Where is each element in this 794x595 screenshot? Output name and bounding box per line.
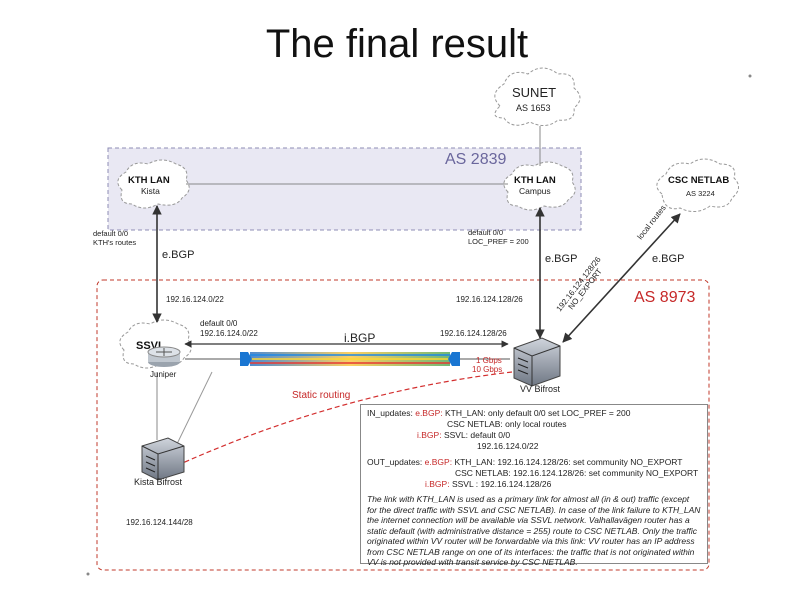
in-updates-row-2: CSC NETLAB: only local routes	[367, 419, 701, 430]
sunet-name: SUNET	[512, 85, 556, 100]
campus-default-2: LOC_PREF = 200	[468, 237, 529, 246]
fiber-connector-left	[240, 352, 252, 366]
out-updates-row-2: CSC NETLAB: 192.16.124.128/26: set commu…	[367, 468, 701, 479]
sunet-cloud: SUNET AS 1653	[494, 67, 581, 126]
in-updates-row-1: IN_updates: e.BGP: KTH_LAN: only default…	[367, 408, 701, 419]
as2839-label: AS 2839	[445, 151, 506, 168]
kth-lan-campus-cloud: KTH LAN Campus	[503, 161, 576, 211]
bifrost-net-label: 192.16.124.128/26	[440, 329, 507, 338]
vv-bifrost-server-icon	[513, 337, 561, 387]
kth-lan-kista-cloud: KTH LAN Kista	[117, 159, 190, 209]
csc-name: CSC NETLAB	[668, 175, 729, 186]
kista-bifrost-server-icon	[141, 437, 185, 481]
ebgp-right-label: e.BGP	[652, 253, 684, 265]
kista-name: KTH LAN	[128, 175, 170, 186]
campus-name: KTH LAN	[514, 175, 556, 186]
out-ibgp-line-1: SSVL : 192.16.124.128/26	[451, 479, 552, 489]
juniper-router-icon	[147, 346, 181, 367]
corner-dot-bottom	[86, 572, 90, 576]
kista-net-label: 192.16.124.144/28	[126, 518, 193, 527]
gbps-1-label: 1 Gbps	[476, 356, 502, 365]
in-ebgp-tag: e.BGP:	[415, 408, 443, 418]
out-label: OUT_updates:	[367, 457, 423, 467]
net-campus-label: 192.16.124.128/26	[456, 295, 523, 304]
ibgp-label: i.BGP	[344, 331, 375, 345]
out-ibgp-tag: i.BGP:	[425, 479, 450, 489]
out-ebgp-line-2: CSC NETLAB: 192.16.124.128/26: set commu…	[455, 468, 699, 478]
out-updates-row-1: OUT_updates: e.BGP: KTH_LAN: 192.16.124.…	[367, 457, 701, 468]
out-ebgp-tag: e.BGP:	[424, 457, 453, 467]
routing-policy-note: IN_updates: e.BGP: KTH_LAN: only default…	[360, 404, 708, 567]
csc-bifrost-arrow	[562, 213, 681, 343]
kista-default-2: KTH's routes	[93, 238, 136, 247]
local-routes-label: local routes	[635, 203, 667, 241]
ebgp-left-label: e.BGP	[162, 249, 194, 261]
campus-default-1: default 0/0	[468, 228, 503, 237]
kista-sub: Kista	[141, 186, 160, 196]
in-ebgp-line-1: KTH_LAN: only default 0/0 set LOC_PREF =…	[445, 408, 631, 418]
kista-bifrost-label: Kista Bifrost	[134, 477, 183, 487]
in-label: IN_updates:	[367, 408, 413, 418]
as8973-label: AS 8973	[634, 289, 695, 306]
in-ebgp-line-2: CSC NETLAB: only local routes	[447, 419, 567, 429]
ebgp-mid-label: e.BGP	[545, 253, 577, 265]
out-updates-row-3: i.BGP: SSVL : 192.16.124.128/26	[367, 479, 701, 490]
in-ibgp-line-2: 192.16.124.0/22	[477, 441, 539, 451]
page-title: The final result	[265, 22, 529, 66]
in-ibgp-tag: i.BGP:	[417, 430, 442, 440]
in-updates-row-3: i.BGP: SSVL: default 0/0	[367, 430, 701, 441]
in-updates-row-4: 192.16.124.0/22	[367, 441, 701, 452]
corner-dot-top	[748, 74, 752, 78]
in-ibgp-line-1: SSVL: default 0/0	[443, 430, 511, 440]
juniper-label: Juniper	[150, 370, 177, 379]
csc-netlab-cloud: CSC NETLAB AS 3224	[656, 158, 739, 212]
fiber-connector-right	[448, 352, 460, 366]
policy-paragraph: The link with KTH_LAN is used as a prima…	[367, 494, 701, 567]
campus-sub: Campus	[519, 186, 551, 196]
net-ssvl-label: 192.16.124.0/22	[166, 295, 224, 304]
out-ebgp-line-1: KTH_LAN: 192.16.124.128/26: set communit…	[454, 457, 683, 467]
gbps-10-label: 10 Gbps	[472, 365, 502, 374]
ssvl-static-diag	[175, 371, 213, 447]
ssvl-default-1: default 0/0	[200, 319, 238, 328]
static-routing-label: Static routing	[292, 390, 350, 401]
kista-default-1: default 0/0	[93, 229, 128, 238]
sunet-as: AS 1653	[516, 103, 551, 113]
vv-bifrost-label: VV Bifrost	[520, 384, 561, 394]
ssvl-default-2: 192.16.124.0/22	[200, 329, 258, 338]
csc-as: AS 3224	[686, 189, 715, 198]
